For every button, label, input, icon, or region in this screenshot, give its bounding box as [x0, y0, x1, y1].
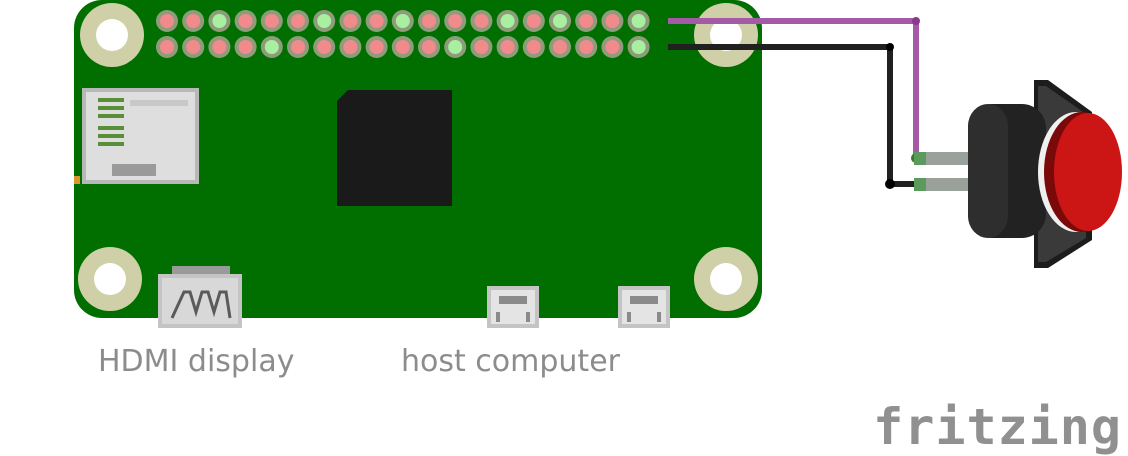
wire-black — [668, 44, 916, 187]
header-pin-green — [317, 14, 332, 28]
header-pin-red — [474, 14, 489, 28]
button-lead-bottom — [914, 178, 970, 191]
header-pin-red — [238, 14, 253, 28]
raspberry-pi-zero-board — [74, 0, 762, 328]
header-pin-red — [238, 40, 253, 54]
header-pin-red — [186, 14, 201, 28]
header-pin-green — [395, 14, 410, 28]
header-pin-red — [291, 14, 305, 28]
header-pin-red — [526, 14, 541, 28]
header-pin-green — [631, 40, 646, 54]
header-pin-red — [579, 40, 594, 54]
mounting-hole-bottom-right — [694, 247, 758, 311]
micro-usb-port-power — [618, 286, 670, 328]
header-pin-red — [605, 14, 620, 28]
header-pin-green — [264, 40, 279, 54]
header-pin-red — [343, 14, 358, 28]
mounting-hole-top-right — [694, 3, 758, 67]
button-lead-top — [914, 152, 970, 165]
header-pin-green — [553, 14, 567, 28]
mini-hdmi-port — [158, 266, 242, 328]
header-pin-red — [448, 14, 463, 28]
mounting-hole-top-left — [80, 3, 144, 67]
header-pin-red — [500, 40, 515, 54]
header-pin-red — [317, 40, 332, 54]
header-pin-red — [422, 14, 436, 28]
header-pin-red — [186, 40, 201, 54]
header-pin-red — [395, 40, 410, 54]
header-pin-green — [448, 40, 463, 54]
push-button — [914, 80, 1122, 268]
soc-chip — [337, 90, 452, 206]
micro-sd-slot — [74, 88, 199, 184]
header-pin-green — [631, 14, 646, 28]
header-pin-red — [422, 40, 436, 54]
header-pin-red — [343, 40, 358, 54]
header-pin-green — [500, 14, 515, 28]
hdmi-display-label: HDMI display — [98, 344, 295, 379]
header-pin-red — [160, 40, 174, 54]
header-pin-green — [212, 14, 227, 28]
header-pin-red — [605, 40, 620, 54]
header-pin-red — [291, 40, 305, 54]
micro-usb-port-host — [487, 286, 539, 328]
header-pin-red — [579, 14, 594, 28]
button-cap — [1054, 113, 1122, 231]
fritzing-logo: fritzing — [873, 398, 1122, 456]
header-pin-red — [212, 40, 227, 54]
header-pin-red — [369, 14, 384, 28]
gpio-header — [156, 10, 650, 58]
header-pin-red — [553, 40, 567, 54]
header-pin-red — [264, 14, 279, 28]
host-computer-label: host computer — [401, 344, 620, 379]
header-pin-red — [474, 40, 489, 54]
header-pin-red — [369, 40, 384, 54]
mounting-hole-bottom-left — [78, 247, 142, 311]
header-pin-red — [526, 40, 541, 54]
header-pin-red — [160, 14, 174, 28]
